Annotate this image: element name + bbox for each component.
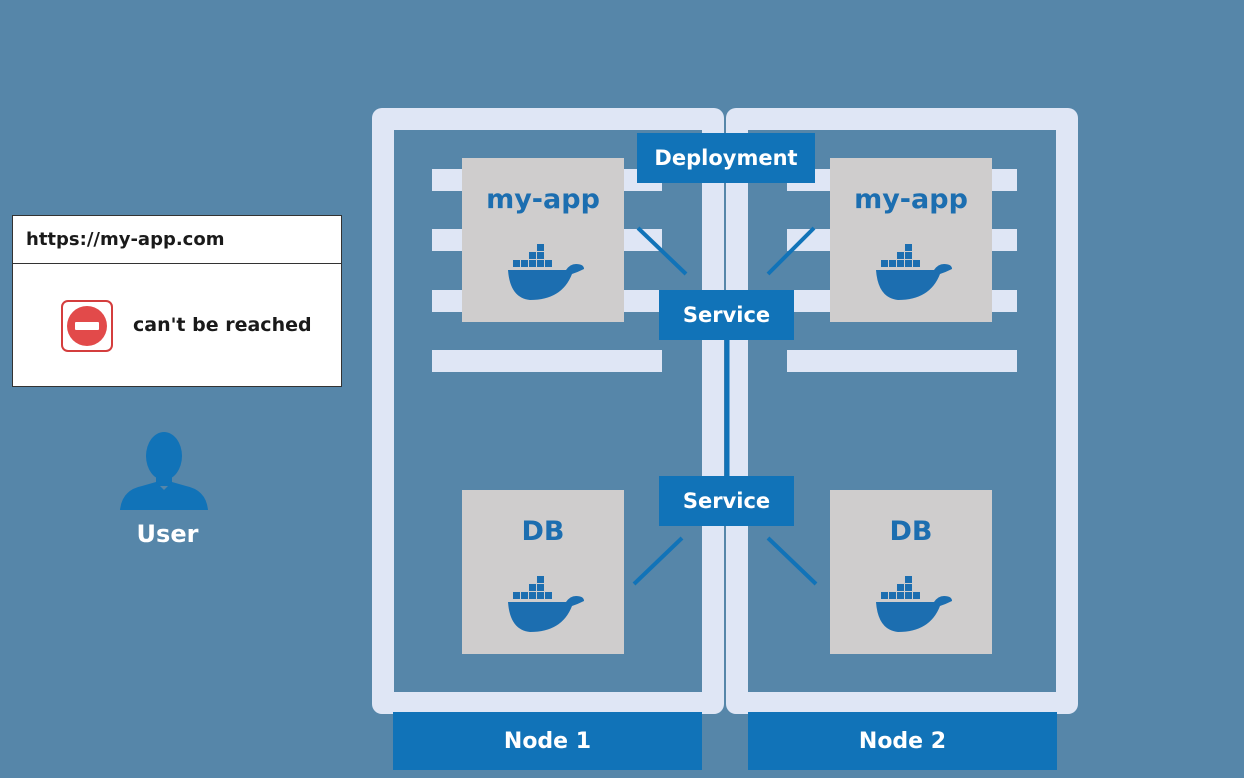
node-2-label: Node 2 [748,712,1057,770]
docker-whale-icon [876,244,952,300]
service-app: Service [659,290,794,340]
node-2-frame [726,108,1078,714]
browser-window: https://my-app.com can't be reached [12,215,342,387]
pod-my-app-node-1: my-app [462,158,624,322]
node-1-label: Node 1 [393,712,702,770]
node-2-stripe [787,350,1017,372]
node-1-frame [372,108,724,714]
pod-db-node-1: DB [462,490,624,654]
pod-title: DB [521,516,565,547]
node-1-stripe [432,350,662,372]
service-db: Service [659,476,794,526]
url-text: https://my-app.com [26,229,225,250]
user-icon [120,432,208,510]
no-entry-icon [61,300,113,352]
browser-url-bar[interactable]: https://my-app.com [13,216,341,264]
error-message: can't be reached [133,314,312,336]
docker-whale-icon [876,576,952,632]
docker-whale-icon [508,576,584,632]
pod-title: my-app [486,184,600,215]
pod-my-app-node-2: my-app [830,158,992,322]
docker-whale-icon [508,244,584,300]
deployment-label: Deployment [637,133,815,183]
pod-title: DB [889,516,933,547]
user-label: User [136,520,199,548]
pod-db-node-2: DB [830,490,992,654]
pod-title: my-app [854,184,968,215]
